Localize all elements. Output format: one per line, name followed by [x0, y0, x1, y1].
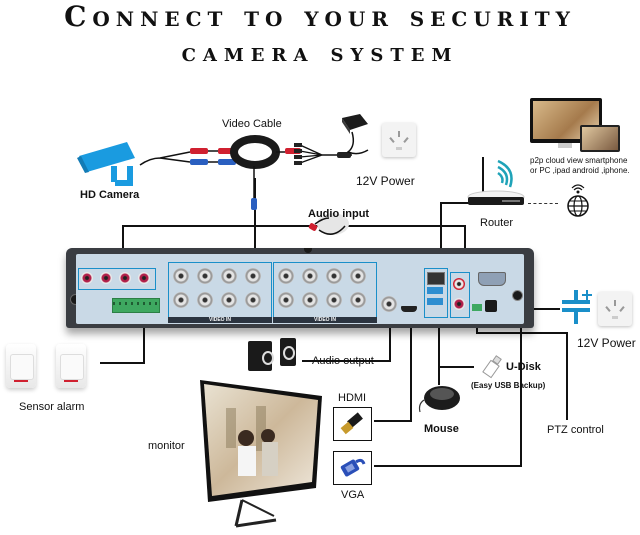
audio-input-label: Audio input: [308, 208, 370, 220]
rs485-terminal: [472, 304, 482, 311]
power-adapter-icon: [342, 114, 369, 155]
usb-drive-icon: [482, 355, 502, 379]
sensor-alarm-label: Sensor alarm: [19, 401, 85, 413]
hd-camera-icon: [77, 142, 135, 186]
bnc-video-in-port: [197, 292, 213, 308]
alarm-terminal-block: [112, 298, 160, 313]
bnc-video-in-port: [197, 268, 213, 284]
connector-line: [143, 318, 145, 363]
hdmi-cable-box: [333, 407, 372, 441]
connector-line: [438, 305, 440, 385]
connector-line: [566, 332, 568, 420]
vga-label: VGA: [341, 489, 365, 501]
monitor-icon: [200, 380, 322, 528]
u-disk-label: U-Disk: [506, 361, 541, 373]
monitor-label: monitor: [148, 440, 185, 452]
connector-line: [440, 202, 470, 204]
audio-in-port: [138, 272, 150, 284]
bnc-video-in-port: [173, 292, 189, 308]
connector-line: [438, 366, 474, 368]
bnc-video-in-port: [326, 292, 342, 308]
connector-line: [122, 225, 124, 260]
hdmi-plug-icon: [340, 412, 363, 435]
globe-icon: [567, 184, 589, 217]
video-cable-icon: [139, 135, 301, 210]
screw-icon: [512, 290, 523, 301]
dc12v-port: [485, 300, 497, 312]
tablet-icon: [580, 125, 620, 152]
bnc-video-in-port: [221, 292, 237, 308]
microphone-icon: [308, 213, 349, 235]
speaker-icon: [280, 338, 296, 366]
audio-in-port: [119, 272, 131, 284]
bnc-video-in-port: [245, 268, 261, 284]
video-in-label-2: VIDEO IN: [273, 317, 377, 323]
bnc-video-in-port: [350, 292, 366, 308]
audio-out-rca-port: [453, 298, 465, 310]
p2p-label-line1: p2p cloud view smartphone: [530, 156, 628, 165]
lan-usb-group: [424, 268, 448, 318]
connector-line: [122, 225, 342, 227]
connector-line: [100, 362, 145, 364]
dvr-rear-panel: VIDEO IN VIDEO IN: [66, 248, 534, 328]
u-disk-note: (Easy USB Backup): [471, 381, 546, 390]
audio-io-group: [450, 272, 470, 318]
connector-line-dotted: [528, 203, 558, 204]
bnc-video-in-port: [245, 292, 261, 308]
p2p-label-line2: or PC ,ipad android ,iphone.: [530, 166, 630, 175]
connector-line: [389, 308, 391, 360]
screw-icon: [304, 248, 312, 253]
audio-output-label: Audio output: [312, 355, 374, 367]
mouse-label: Mouse: [424, 423, 459, 435]
diagram-title-line2: camera system: [181, 38, 459, 68]
bnc-video-in-port: [278, 292, 294, 308]
bnc-video-in-port: [326, 268, 342, 284]
video-in-label-1: VIDEO IN: [168, 317, 272, 323]
bnc-video-in-port: [221, 268, 237, 284]
connector-line: [520, 287, 522, 465]
bnc-video-in-port: [302, 292, 318, 308]
vga-cable-box: [333, 451, 372, 485]
usb-port: [427, 287, 443, 294]
hdmi-label: HDMI: [338, 392, 367, 404]
diagram-title-line1: Connect to your security: [64, 0, 576, 33]
connector-line: [302, 360, 391, 362]
audio-in-port: [81, 272, 93, 284]
bnc-video-in-port: [302, 268, 318, 284]
power-top-label: 12V Power: [356, 174, 415, 188]
audio-out-port: [381, 296, 397, 312]
router-label: Router: [480, 217, 514, 229]
wall-outlet-icon: [598, 292, 632, 326]
audio-in-rca-port: [453, 278, 465, 290]
dc-power-symbol-icon: [562, 290, 592, 324]
monitor-stand: [558, 143, 572, 148]
bnc-video-in-port: [173, 268, 189, 284]
hd-camera-label: HD Camera: [80, 189, 140, 201]
connector-line: [374, 465, 522, 467]
video-cable-label: Video Cable: [222, 118, 282, 130]
bnc-video-in-port: [278, 268, 294, 284]
pir-sensor-icon: [56, 344, 86, 388]
audio-in-port: [100, 272, 112, 284]
vga-port: [478, 272, 506, 286]
hdmi-out-port: [401, 306, 417, 312]
bnc-video-in-port: [350, 268, 366, 284]
connector-line: [374, 420, 412, 422]
power-splitter-icon: [294, 143, 352, 165]
connector-line: [410, 320, 412, 420]
audio-in-port-group: [78, 268, 156, 290]
ptz-control-label: PTZ control: [547, 424, 604, 436]
lan-port: [427, 272, 445, 285]
connector-line: [440, 202, 442, 272]
connector-line: [340, 225, 465, 227]
power-right-label: 12V Power: [577, 336, 636, 350]
wall-outlet-icon: [382, 123, 416, 157]
speaker-icon: [248, 341, 274, 371]
router-icon: [467, 157, 525, 205]
vga-plug-icon: [340, 458, 366, 477]
pir-sensor-icon: [6, 344, 36, 388]
usb-port: [427, 298, 443, 305]
connector-line: [254, 178, 256, 256]
mouse-icon: [418, 386, 460, 413]
